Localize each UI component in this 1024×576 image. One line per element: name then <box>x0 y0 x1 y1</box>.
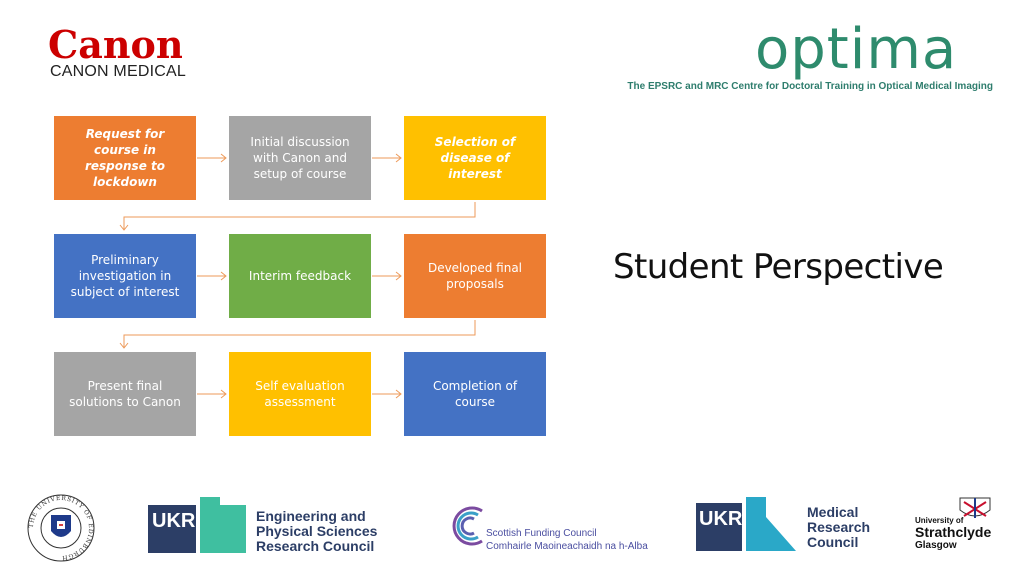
ukri-epsrc-mark: UKRI <box>148 497 246 553</box>
arrow-head-7-8 <box>220 389 227 399</box>
strathclyde-logo: University of Strathclyde Glasgow <box>912 496 998 556</box>
strathclyde-line-2: Strathclyde <box>915 524 992 540</box>
arrow-head-8-9 <box>395 389 402 399</box>
flow-step-interim-feedback: Interim feedback <box>229 234 371 318</box>
mrc-name-line-3: Council <box>807 534 859 550</box>
strathclyde-line-3: Glasgow <box>915 540 957 551</box>
optima-logo-text: optima <box>755 18 957 82</box>
canon-logo: Canon <box>48 22 182 66</box>
arrow-head-3-4 <box>119 224 129 231</box>
ukri-epsrc-logo: UKRI Engineering and Physical Sciences R… <box>148 497 378 557</box>
edinburgh-crest-logo: THE UNIVERSITY OF EDINBURGH <box>27 494 95 562</box>
epsrc-name-line-2: Physical Sciences <box>256 523 378 539</box>
arrow-head-4-5 <box>220 271 227 281</box>
flow-step-present: Present final solutions to Canon <box>54 352 196 436</box>
sfc-logo: Scottish Funding Council Comhairle Maoin… <box>444 501 648 553</box>
flow-step-self-evaluation: Self evaluation assessment <box>229 352 371 436</box>
arrow-head-6-7 <box>119 342 129 349</box>
canon-medical-label: CANON MEDICAL <box>50 63 186 80</box>
ukri-mrc-logo: UKRI Medical Research Council <box>696 497 876 557</box>
cdt-tagline: The EPSRC and MRC Centre for Doctoral Tr… <box>627 81 993 92</box>
arrow-head-2-3 <box>395 153 402 163</box>
optima-logo: optima <box>755 18 957 82</box>
ukri-mark-text: UKRI <box>152 510 201 532</box>
strathclyde-crest-icon <box>959 497 991 518</box>
mrc-name-line-2: Research <box>807 519 871 535</box>
sfc-name-gd: Comhairle Maoineachaidh na h-Alba <box>486 541 648 552</box>
mrc-name-line-1: Medical <box>807 504 859 520</box>
sfc-name-en: Scottish Funding Council <box>486 528 597 539</box>
flow-step-completion: Completion of course <box>404 352 546 436</box>
arrow-3-4 <box>123 202 476 230</box>
flow-step-selection: Selection of disease of interest <box>404 116 546 200</box>
arrow-head-1-2 <box>220 153 227 163</box>
strathclyde-line-1: University of <box>915 516 964 525</box>
arrow-head-5-6 <box>395 271 402 281</box>
flow-step-initial-discussion: Initial discussion with Canon and setup … <box>229 116 371 200</box>
flow-step-proposals: Developed final proposals <box>404 234 546 318</box>
ukri-mrc-mark-text: UKRI <box>699 508 748 530</box>
epsrc-name-line-1: Engineering and <box>256 508 366 524</box>
canon-logo-text: Canon <box>48 22 182 66</box>
slide-title: Student Perspective <box>613 247 944 287</box>
ukri-mrc-mark: UKRI <box>696 497 796 551</box>
sfc-swirl-icon <box>452 506 483 546</box>
arrow-6-7 <box>123 320 476 348</box>
flow-step-request: Request for course in response to lockdo… <box>54 116 196 200</box>
epsrc-name-line-3: Research Council <box>256 538 375 554</box>
flow-step-preliminary: Preliminary investigation in subject of … <box>54 234 196 318</box>
